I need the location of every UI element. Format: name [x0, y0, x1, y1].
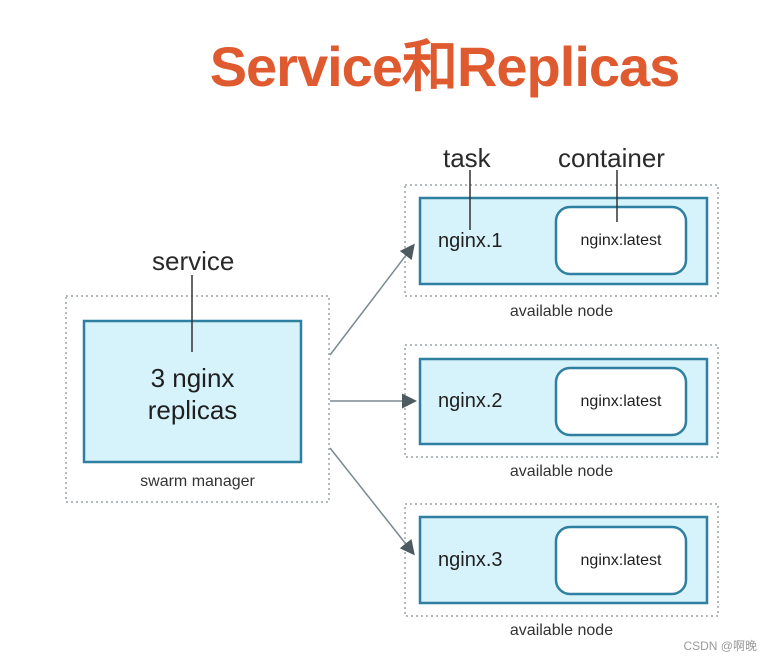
node-3-task-label: nginx.3 — [438, 549, 503, 571]
replicas-text-line1: 3 nginx — [150, 363, 235, 393]
replicas-text-line2: replicas — [147, 395, 238, 425]
node-3-container-label: nginx:latest — [580, 552, 662, 569]
swarm-manager-dotted-frame — [65, 295, 330, 503]
node-2-caption: available node — [509, 463, 614, 480]
container-label: container — [558, 143, 665, 173]
node-1-caption: available node — [509, 303, 614, 320]
watermark: CSDN @啊晚 — [683, 639, 757, 653]
node-2-task-label: nginx.2 — [438, 390, 503, 412]
swarm-manager-caption: swarm manager — [140, 473, 255, 490]
replicas-text: 3 nginx replicas — [84, 362, 301, 426]
node-3-dotted-frame — [404, 503, 719, 617]
node-1-container-box — [554, 205, 688, 276]
node-2-container-box — [554, 366, 688, 437]
page-title: Service和Replicas — [209, 35, 681, 98]
arrow-to-node-1 — [329, 243, 415, 356]
node-1-task-label: nginx.1 — [438, 230, 503, 252]
node-2-container-label: nginx:latest — [580, 393, 662, 410]
node-2-dotted-frame — [404, 344, 719, 458]
node-3-container-box — [554, 525, 688, 596]
node-1-container-label: nginx:latest — [580, 232, 662, 249]
node-1-dotted-frame — [404, 184, 719, 297]
node-3-caption: available node — [509, 622, 614, 639]
service-label: service — [152, 246, 235, 276]
task-label: task — [443, 143, 491, 173]
arrow-to-node-3 — [329, 447, 415, 556]
